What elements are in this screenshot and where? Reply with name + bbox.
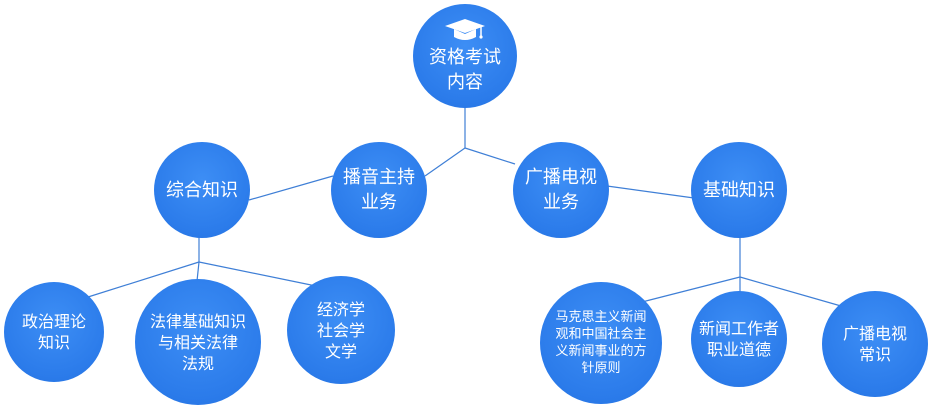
connector-jichu-makesi — [641, 276, 741, 303]
connector-root-boyin — [424, 147, 466, 177]
node-makesi-zhuyi-xinwenguan: 马克思主义新闻 观和中国社会主 义新闻事业的方 针原则 — [540, 282, 662, 404]
node-label: 法规 — [181, 353, 214, 373]
node-label: 针原则 — [581, 361, 621, 376]
node-label: 马克思主义新闻 — [555, 310, 647, 325]
node-xinwen-gongzuozhe-daode: 新闻工作者 职业道德 — [691, 291, 787, 387]
node-jichu-zhishi: 基础知识 — [691, 142, 787, 238]
node-label: 基础知识 — [703, 179, 775, 201]
node-label: 职业道德 — [706, 340, 771, 359]
connector-zonghe-zhengzhi — [87, 261, 200, 298]
connector-zonghe-falv — [196, 261, 200, 282]
connector-zonghe-jingji — [198, 261, 317, 287]
node-label: 与相关法律 — [157, 332, 238, 352]
node-boyin-zhuchi-yewu: 播音主持 业务 — [331, 142, 427, 238]
root-label-line1: 资格考试 — [429, 47, 501, 68]
node-label: 业务 — [361, 192, 397, 213]
node-label: 文学 — [324, 341, 357, 361]
node-label: 知识 — [37, 333, 70, 352]
node-jingjixue-shehuixue-wenxue: 经济学 社会学 文学 — [287, 276, 395, 384]
graduation-cap-icon — [445, 19, 485, 40]
connector-jichu-changshi — [739, 276, 849, 309]
node-label: 法律基础知识 — [149, 311, 246, 331]
node-label: 广播电视 — [842, 324, 907, 343]
connector-boyin-zonghe — [248, 175, 334, 201]
node-label: 社会学 — [316, 320, 365, 340]
connector-root-guangbo — [464, 147, 516, 165]
node-label: 新闻工作者 — [698, 319, 779, 338]
node-guangbo-dianshi-changshi: 广播电视 常识 — [822, 291, 928, 397]
node-zhengzhi-lilun-zhishi: 政治理论 知识 — [4, 282, 104, 382]
node-label: 播音主持 — [343, 167, 415, 188]
node-label: 广播电视 — [525, 167, 597, 188]
root-label-line2: 内容 — [447, 72, 483, 93]
node-guangbo-dianshi-yewu: 广播电视 业务 — [513, 142, 609, 238]
node-label: 综合知识 — [166, 179, 238, 201]
root-node: 资格考试 内容 — [413, 4, 517, 108]
node-zonghe-zhishi: 综合知识 — [154, 142, 250, 238]
node-label: 观和中国社会主 — [555, 327, 647, 342]
node-label: 业务 — [543, 192, 579, 213]
connector-guangbo-jichu — [606, 185, 695, 199]
node-label: 经济学 — [316, 299, 365, 319]
node-label: 义新闻事业的方 — [555, 344, 647, 359]
node-label: 政治理论 — [21, 312, 86, 331]
node-falv-jichu-zhishi: 法律基础知识 与相关法律 法规 — [135, 279, 261, 405]
node-label: 常识 — [858, 345, 891, 364]
